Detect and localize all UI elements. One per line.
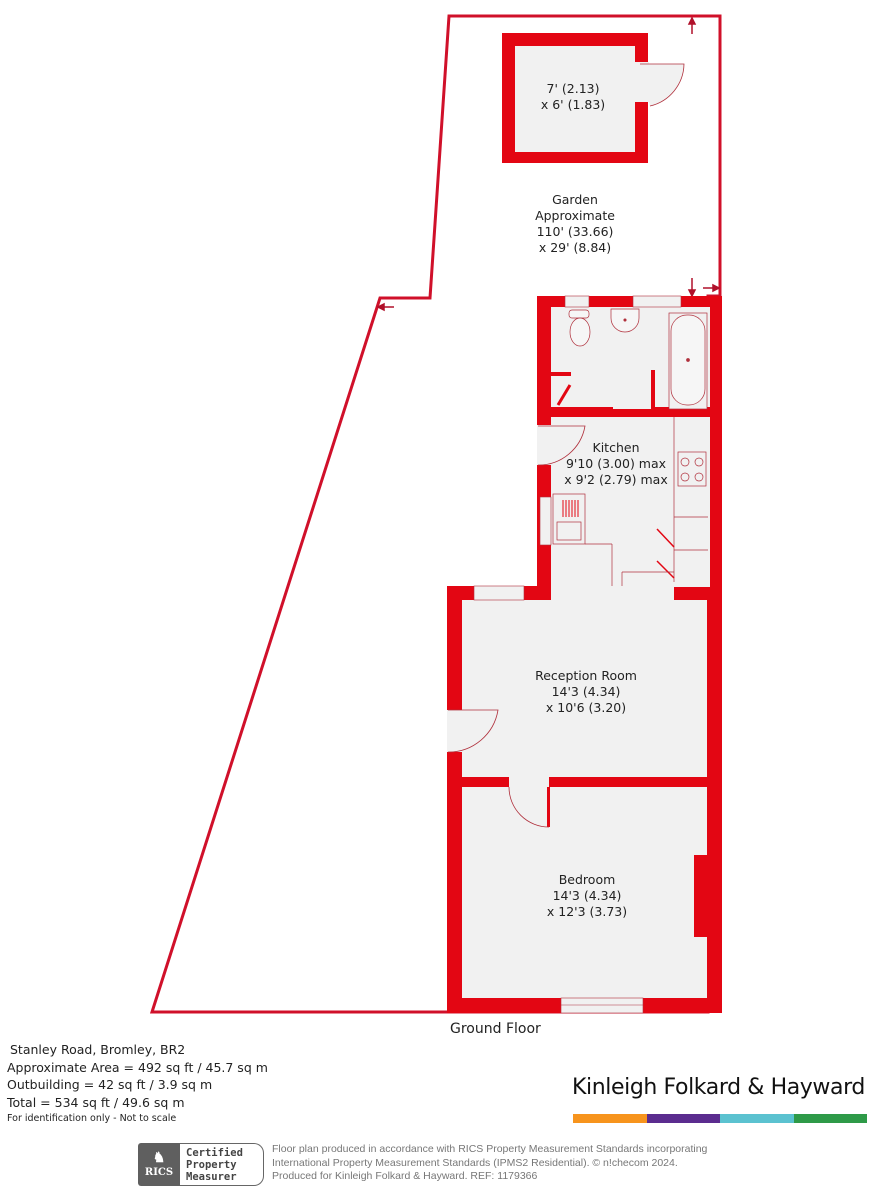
bathroom-fixtures [568, 308, 708, 410]
kitchen-fixtures [552, 417, 708, 586]
bedroom-label: Bedroom 14'3 (4.34) x 12'3 (3.73) [547, 872, 627, 920]
approx-area: Approximate Area = 492 sq ft / 45.7 sq m [7, 1059, 268, 1075]
garden-dim-1: 110' (33.66) [536, 224, 614, 239]
rics-cert-line-1: Certified [186, 1147, 243, 1159]
boundary-arrow-icons [376, 16, 721, 312]
garden-dim-2: x 29' (8.84) [538, 240, 612, 255]
kitchen-name: Kitchen [592, 440, 640, 455]
rics-cert-line-2: Property [186, 1159, 237, 1171]
brand-bar-green [793, 1114, 867, 1123]
outbuilding-dim-1: 7' (2.13) [546, 81, 600, 96]
outbuilding-dim-2: x 6' (1.83) [540, 97, 606, 112]
rics-lion-icon: ♞ [152, 1150, 166, 1166]
outbuilding [502, 33, 685, 163]
total-area: Total = 534 sq ft / 49.6 sq m [7, 1094, 185, 1110]
garden-name: Garden [552, 192, 598, 207]
reception-dim-2: x 10'6 (3.20) [545, 700, 627, 715]
property-summary: Stanley Road, Bromley, BR2 Approximate A… [7, 1041, 268, 1126]
footer-line-2: International Property Measurement Stand… [272, 1156, 678, 1169]
bedroom-name: Bedroom [558, 872, 616, 887]
bedroom-dim-1: 14'3 (4.34) [552, 888, 622, 903]
kitchen-label: Kitchen 9'10 (3.00) max x 9'2 (2.79) max [564, 440, 667, 488]
rics-certified-text: Certified Property Measurer [180, 1143, 264, 1186]
garden-label: Garden Approximate 110' (33.66) x 29' (8… [535, 192, 615, 256]
brand-name: Kinleigh Folkard & Hayward [572, 1075, 865, 1100]
floor-title: Ground Floor [450, 1021, 541, 1037]
rics-logo: ♞ RICS [138, 1143, 180, 1186]
brand-bar-purple [646, 1114, 720, 1123]
disclaimer: For identification only - Not to scale [7, 1113, 177, 1124]
address: Stanley Road, Bromley, BR2 [10, 1042, 186, 1057]
outbuilding-area: Outbuilding = 42 sq ft / 3.9 sq m [7, 1077, 213, 1092]
reception-name: Reception Room [535, 668, 637, 683]
outbuilding-label: 7' (2.13) x 6' (1.83) [541, 81, 605, 113]
kitchen-dim-2: x 9'2 (2.79) max [564, 472, 668, 487]
rics-cert-line-3: Measurer [186, 1171, 237, 1183]
rics-badge: ♞ RICS Certified Property Measurer [138, 1143, 264, 1186]
kitchen-dim-1: 9'10 (3.00) max [565, 456, 667, 471]
footer-line-3: Produced for Kinleigh Folkard & Hayward.… [272, 1170, 538, 1182]
reception-dim-1: 14'3 (4.34) [551, 684, 621, 699]
reception-room-label: Reception Room 14'3 (4.34) x 10'6 (3.20) [535, 668, 637, 716]
brand-color-bar [573, 1114, 867, 1123]
footer-note: Floor plan produced in accordance with R… [272, 1143, 707, 1184]
brand-bar-teal [720, 1114, 794, 1123]
brand-bar-orange [573, 1114, 647, 1123]
garden-approx: Approximate [535, 208, 615, 223]
footer-line-1: Floor plan produced in accordance with R… [272, 1143, 708, 1155]
rics-logo-text: RICS [144, 1167, 174, 1178]
bedroom-dim-2: x 12'3 (3.73) [546, 904, 628, 919]
